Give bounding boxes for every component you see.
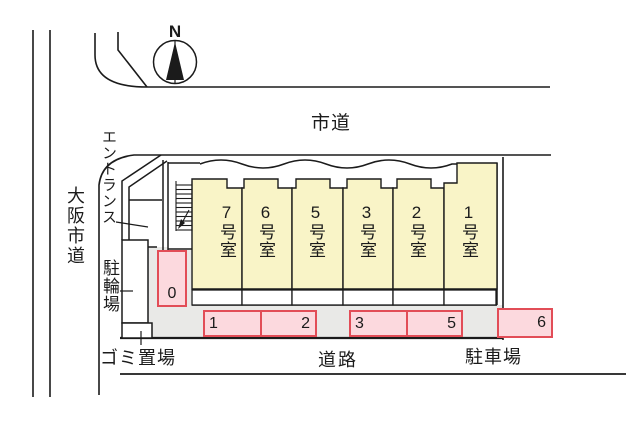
balcony-cell [443, 289, 497, 306]
bicycle-parking-area [121, 239, 149, 324]
top-road-upper-line [94, 33, 550, 88]
balcony-cell [291, 289, 344, 306]
north-compass [152, 39, 198, 85]
parking-space-2: 2 [260, 310, 317, 337]
room-label-6: 6号室 [256, 203, 275, 259]
garbage-area-label: ゴミ置場 [100, 348, 176, 368]
room-label-5: 5号室 [306, 203, 325, 259]
parking-space-label: 6 [537, 314, 546, 331]
compass-needle-icon [166, 42, 184, 80]
balcony-cell [342, 289, 394, 306]
room-label-3: 3号室 [357, 203, 376, 259]
room-label-1: 1号室 [459, 203, 478, 259]
entrance-outer-wall [121, 154, 162, 240]
staircase [175, 181, 193, 231]
parking-space-1: 1 [203, 310, 262, 337]
room-label-7: 7号室 [217, 203, 236, 259]
top-road-label: 市道 [311, 113, 352, 134]
left-road-label: 大阪市道 [65, 186, 85, 266]
compass-circle [152, 39, 198, 85]
entrance-leader-line [115, 221, 149, 228]
parking-space-label: 5 [447, 314, 456, 332]
room-label-2: 2号室 [407, 203, 426, 259]
parking-space-label: 2 [301, 314, 310, 332]
parking-lot-label: 駐車場 [465, 347, 522, 367]
building-wavy-top-edge [199, 159, 457, 169]
entrance-label: エントランス [100, 129, 117, 225]
room-shape-1 [443, 162, 498, 290]
road-corner-chamfer [117, 32, 148, 88]
compass-north-label: N [168, 22, 182, 41]
parking-space-0: 0 [157, 250, 187, 307]
stair-direction-arrow [181, 209, 190, 224]
top-road-lower-line-and-west-boundary [98, 154, 551, 395]
parking-space-label: 3 [355, 314, 364, 332]
balcony-cell [392, 289, 445, 306]
garbage-area-box [121, 322, 153, 339]
parking-space-3: 3 [349, 310, 408, 337]
balcony-cell [241, 289, 293, 306]
balcony-cell [191, 289, 243, 306]
parking-space-6: 6 [497, 308, 553, 338]
bottom-road-label: 道路 [318, 350, 358, 370]
parking-space-5: 5 [406, 310, 463, 337]
entrance-inner-wall [128, 160, 168, 248]
parking-space-label: 0 [167, 285, 177, 302]
stair-arrow-head [178, 219, 185, 229]
bicycle-parking-label: 駐輪場 [100, 259, 119, 313]
parking-space-label: 1 [209, 314, 218, 332]
